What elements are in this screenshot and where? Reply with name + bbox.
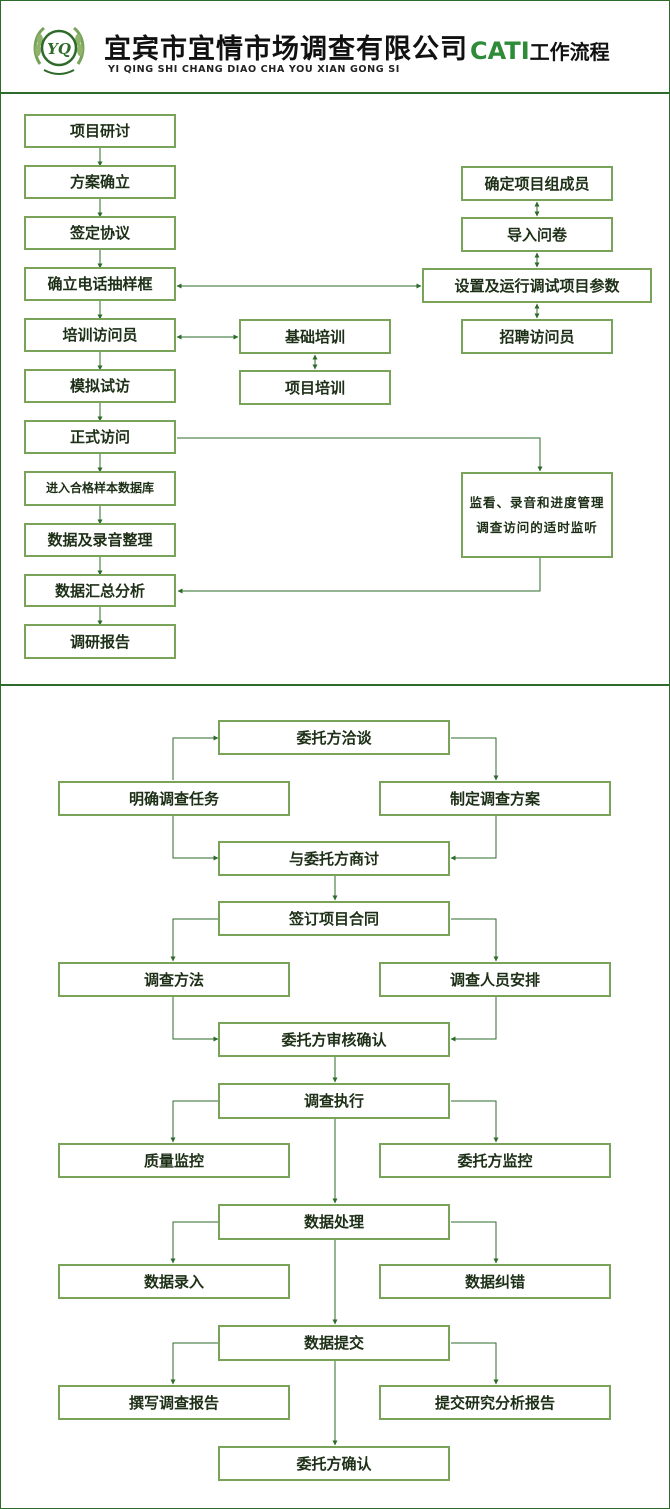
svg-text:YQ: YQ bbox=[47, 40, 71, 58]
workflow-label: 工作流程 bbox=[529, 40, 610, 64]
step-data-entry: 数据录入 bbox=[58, 1264, 290, 1299]
step-quality-monitor: 质量监控 bbox=[58, 1143, 290, 1178]
step-discuss-with-client: 与委托方商讨 bbox=[218, 841, 450, 876]
step-client-review: 委托方审核确认 bbox=[218, 1022, 450, 1057]
monitor-line-2: 调查访问的适时监听 bbox=[476, 520, 598, 535]
monitor-line-1: 监看、录音和进度管理 bbox=[469, 495, 605, 510]
step-survey-method: 调查方法 bbox=[58, 962, 290, 997]
step-data-recording-sort: 数据及录音整理 bbox=[24, 523, 176, 557]
step-sampling-frame: 确立电话抽样框 bbox=[24, 267, 176, 301]
step-make-plan: 制定调查方案 bbox=[379, 781, 611, 816]
step-data-correction: 数据纠错 bbox=[379, 1264, 611, 1299]
step-sign-agreement: 签定协议 bbox=[24, 216, 176, 250]
step-survey-execution: 调查执行 bbox=[218, 1083, 450, 1119]
step-write-report: 撰写调查报告 bbox=[58, 1385, 290, 1420]
step-data-submit: 数据提交 bbox=[218, 1325, 450, 1361]
step-research-report: 调研报告 bbox=[24, 624, 176, 659]
company-pinyin: YI QING SHI CHANG DIAO CHA YOU XIAN GONG… bbox=[108, 64, 400, 75]
step-submit-analysis-report: 提交研究分析报告 bbox=[379, 1385, 611, 1420]
company-logo-icon: YQ bbox=[33, 26, 85, 75]
step-clarify-task: 明确调查任务 bbox=[58, 781, 290, 816]
step-plan-confirm: 方案确立 bbox=[24, 165, 176, 199]
section-divider bbox=[0, 684, 670, 686]
step-sign-contract: 签订项目合同 bbox=[218, 901, 450, 936]
header-divider bbox=[0, 92, 670, 94]
workflow-prefix: CATI bbox=[470, 37, 530, 65]
step-client-negotiation: 委托方洽谈 bbox=[218, 720, 450, 755]
step-staff-arrangement: 调查人员安排 bbox=[379, 962, 611, 997]
step-pilot-interview: 模拟试访 bbox=[24, 369, 176, 403]
step-train-interviewers: 培训访问员 bbox=[24, 318, 176, 352]
step-team-members: 确定项目组成员 bbox=[461, 166, 613, 201]
step-qualified-sample-db: 进入合格样本数据库 bbox=[24, 471, 176, 506]
step-client-confirmation: 委托方确认 bbox=[218, 1446, 450, 1481]
step-project-training: 项目培训 bbox=[239, 370, 391, 405]
step-formal-interview: 正式访问 bbox=[24, 420, 176, 454]
step-import-questionnaire: 导入问卷 bbox=[461, 217, 613, 252]
company-name: 宜宾市宜情市场调查有限公司 bbox=[104, 34, 468, 65]
step-setup-parameters: 设置及运行调试项目参数 bbox=[422, 268, 652, 303]
step-data-processing: 数据处理 bbox=[218, 1204, 450, 1240]
step-client-monitor: 委托方监控 bbox=[379, 1143, 611, 1178]
step-monitoring: 监看、录音和进度管理 调查访问的适时监听 bbox=[461, 472, 613, 558]
step-basic-training: 基础培训 bbox=[239, 319, 391, 354]
step-data-analysis: 数据汇总分析 bbox=[24, 574, 176, 607]
step-project-discussion: 项目研讨 bbox=[24, 114, 176, 148]
step-recruit-interviewers: 招聘访问员 bbox=[461, 319, 613, 354]
workflow-title: CATI工作流程 bbox=[470, 36, 610, 65]
